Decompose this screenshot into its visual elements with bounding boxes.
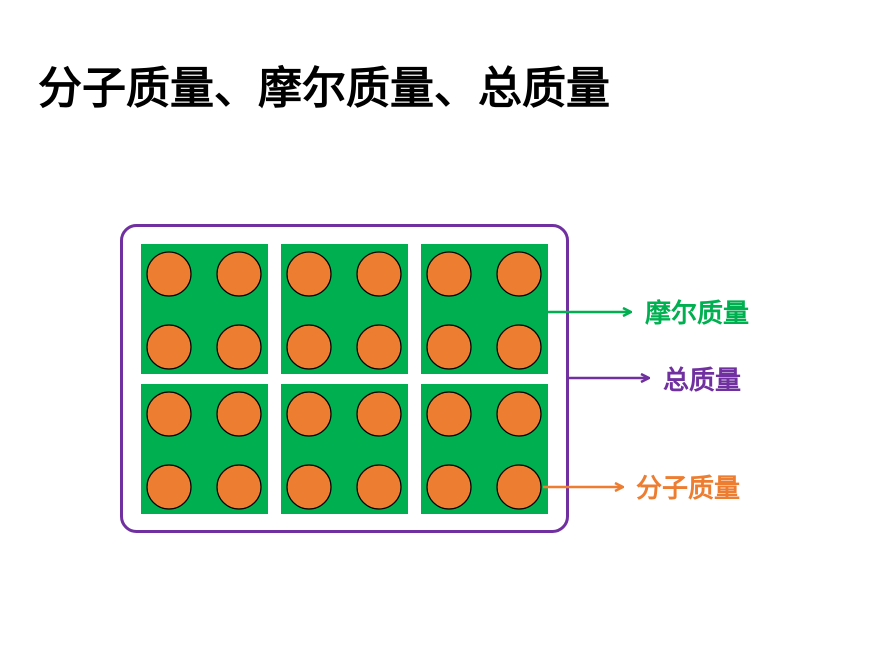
- molecule: [216, 324, 262, 370]
- molecule: [426, 251, 472, 297]
- molecule: [426, 324, 472, 370]
- molecule: [496, 251, 542, 297]
- molecule: [286, 391, 332, 437]
- molecule: [146, 324, 192, 370]
- molecule: [356, 324, 402, 370]
- slide-title: 分子质量、摩尔质量、总质量: [38, 63, 610, 114]
- molar-mass-label: 摩尔质量: [645, 298, 749, 329]
- molecule: [356, 464, 402, 510]
- molecule: [216, 391, 262, 437]
- molecule: [356, 251, 402, 297]
- molecule: [286, 324, 332, 370]
- molecule: [146, 464, 192, 510]
- molecule: [496, 324, 542, 370]
- molecule: [286, 251, 332, 297]
- molecule: [426, 391, 472, 437]
- molecule: [146, 251, 192, 297]
- molecule: [286, 464, 332, 510]
- molecule: [216, 251, 262, 297]
- molecule: [146, 391, 192, 437]
- molecule: [496, 464, 542, 510]
- molecule: [426, 464, 472, 510]
- molecule: [216, 464, 262, 510]
- total-mass-label: 总质量: [663, 366, 741, 396]
- molecular-mass-label: 分子质量: [636, 474, 740, 504]
- molecule: [496, 391, 542, 437]
- total-container: [120, 224, 569, 533]
- molecule: [356, 391, 402, 437]
